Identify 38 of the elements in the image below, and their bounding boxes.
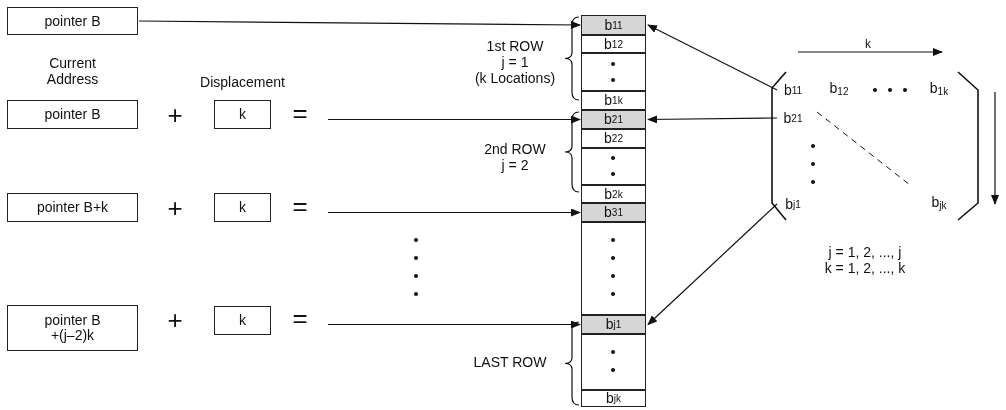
row-label: j = 1: [500, 54, 530, 70]
row-label: 1st ROW: [485, 38, 545, 54]
displacement-box: k: [214, 193, 271, 222]
index-range: j = 1, 2, ..., j: [827, 244, 903, 260]
axis-label: k: [864, 36, 872, 52]
displacement-box: k: [214, 306, 271, 335]
memory-cell: [581, 222, 646, 315]
matrix-element: b$_{jk}$: [930, 194, 948, 213]
matrix-element: b$_{1k}$: [928, 80, 950, 99]
address-box: pointer B +(j–2)k: [7, 305, 138, 351]
arrow: [327, 115, 581, 124]
address-box: pointer B+k: [7, 193, 138, 222]
equals-sign: =: [291, 101, 309, 125]
arrow: [647, 203, 778, 326]
memory-cell: [581, 148, 646, 185]
column-heading: Displacement: [199, 74, 286, 90]
plus-sign: +: [166, 196, 184, 220]
address-box: pointer B: [7, 7, 138, 35]
arrow: [327, 208, 581, 217]
memory-cell: [581, 334, 646, 390]
index-range: k = 1, 2, ..., k: [823, 260, 907, 276]
memory-cell: [581, 53, 646, 91]
arrow: [647, 115, 778, 124]
row-label: 2nd ROW: [483, 141, 547, 157]
arrow: [647, 24, 778, 91]
row-label: LAST ROW: [472, 354, 548, 370]
arrow: [138, 20, 581, 29]
displacement-box: k: [214, 100, 271, 129]
address-box: pointer B: [7, 100, 138, 129]
column-heading: Current Address: [45, 55, 100, 87]
row-label: (k Locations): [473, 70, 557, 86]
arrow: [327, 320, 581, 329]
plus-sign: +: [166, 103, 184, 127]
plus-sign: +: [166, 308, 184, 332]
row-label: j = 2: [500, 157, 530, 173]
equals-sign: =: [291, 306, 309, 330]
equals-sign: =: [291, 194, 309, 218]
matrix-element: b$_{12}$: [828, 80, 850, 99]
